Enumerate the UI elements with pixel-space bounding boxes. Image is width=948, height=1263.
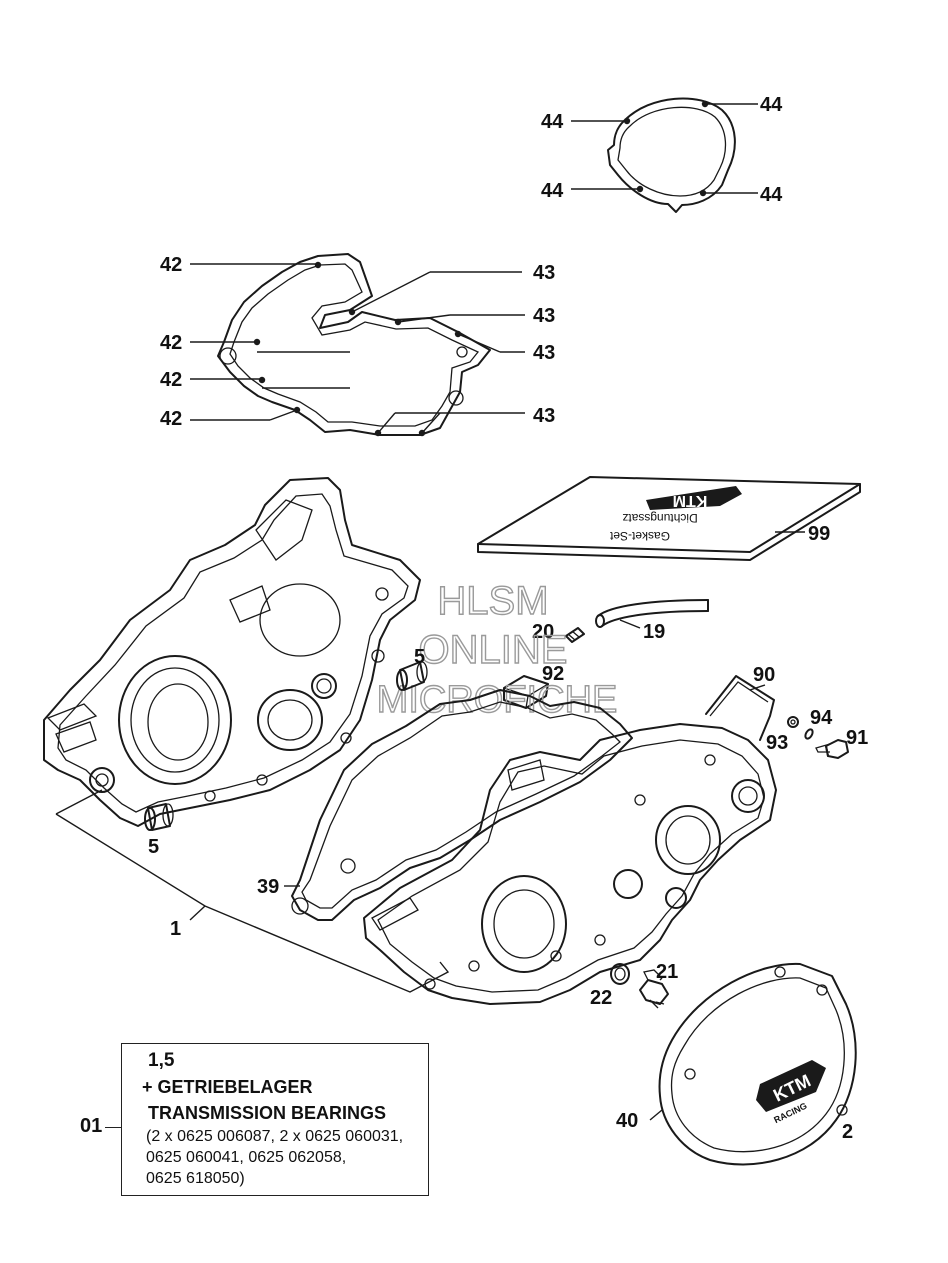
bearing [144, 803, 174, 831]
washer [787, 716, 799, 728]
callout-22: 22 [590, 987, 612, 1009]
callout-39: 39 [257, 876, 279, 898]
callout-43: 43 [533, 305, 555, 327]
legend-part-numbers: (2 x 0625 006087, 2 x 0625 060031, [146, 1128, 404, 1145]
drain-plug [639, 969, 669, 1009]
ignition-cover: KTM RACING [658, 962, 857, 1166]
legend-parts: 1,5 [148, 1050, 175, 1071]
legend-title-de: + GETRIEBELAGER [142, 1077, 313, 1097]
callout-99: 99 [808, 523, 830, 545]
svg-text:ONLINE: ONLINE [419, 628, 568, 672]
callout-42: 42 [160, 408, 182, 430]
callout-2: 2 [842, 1121, 853, 1143]
gasket-set-label-en: Gasket-Set [609, 529, 670, 543]
watermark: HLSM ONLINE MICROFICHE [376, 578, 618, 721]
legend-title-en: TRANSMISSION BEARINGS [148, 1103, 387, 1123]
spring-washer [804, 728, 814, 740]
legend-part-numbers: 0625 060041, 0625 062058, [146, 1149, 347, 1166]
sealing-ring [610, 963, 630, 985]
callout-42: 42 [160, 254, 182, 276]
legend-box: 1,5 + GETRIEBELAGER TRANSMISSION BEARING… [121, 1043, 429, 1196]
callout-43: 43 [533, 405, 555, 427]
callout-44: 44 [760, 94, 783, 116]
legend-ref-number: 01 [80, 1115, 103, 1137]
callout-21: 21 [656, 961, 678, 983]
callout-43: 43 [533, 342, 555, 364]
svg-text:MICROFICHE: MICROFICHE [377, 679, 618, 721]
svg-text:HLSM: HLSM [437, 579, 548, 623]
wire-bracket [705, 675, 775, 741]
callout-93: 93 [766, 732, 788, 754]
callout-90: 90 [753, 664, 775, 686]
hex-bolt [815, 739, 849, 759]
legend-leader-line [105, 1127, 121, 1128]
callout-44: 44 [541, 180, 564, 202]
crankcase-gasket [217, 253, 491, 437]
callout-44: 44 [541, 111, 564, 133]
callout-5: 5 [148, 836, 159, 858]
callout-42: 42 [160, 332, 182, 354]
callout-91: 91 [846, 727, 868, 749]
callout-44: 44 [760, 184, 783, 206]
gasket-set-sheet: KTM Dichtungssatz Gasket-Set [477, 476, 861, 561]
left-crankcase-half [43, 477, 421, 827]
ignition-cover-gasket [607, 97, 736, 213]
center-gasket [291, 689, 633, 921]
callout-20: 20 [532, 621, 554, 643]
svg-text:KTM: KTM [673, 492, 708, 509]
breather-hose [595, 599, 709, 628]
callout-94: 94 [810, 707, 833, 729]
bearing [396, 661, 428, 691]
callout-42: 42 [160, 369, 182, 391]
callout-1: 1 [170, 918, 181, 940]
callout-92: 92 [542, 663, 564, 685]
breather-fitting [565, 627, 585, 643]
callout-5: 5 [414, 646, 425, 668]
callout-40: 40 [616, 1110, 638, 1132]
right-crankcase-half [363, 723, 777, 1005]
callout-19: 19 [643, 621, 665, 643]
legend-part-numbers: 0625 618050) [146, 1170, 245, 1187]
gasket-set-label-de: Dichtungssatz [622, 511, 697, 525]
callout-43: 43 [533, 262, 555, 284]
